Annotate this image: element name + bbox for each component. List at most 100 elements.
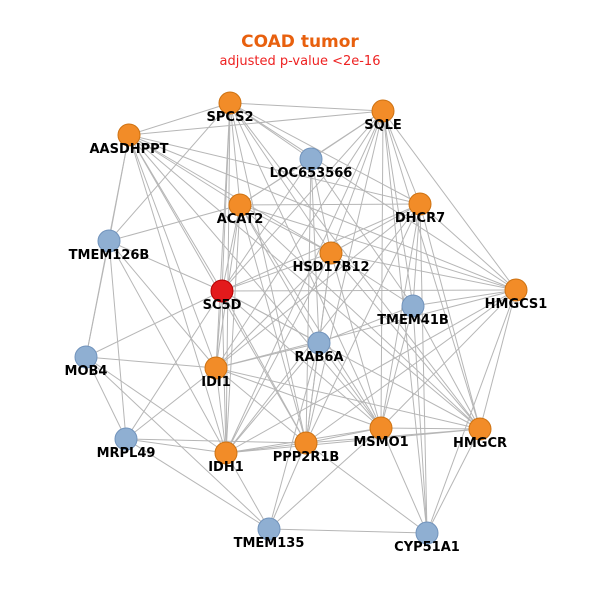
graph-edge <box>239 204 307 444</box>
node-label-hmgcs1: HMGCS1 <box>485 297 548 312</box>
graph-edge <box>215 110 384 369</box>
graph-edge <box>128 110 384 136</box>
graph-edge <box>125 367 217 440</box>
graph-node-sqle <box>371 99 395 123</box>
graph-edge <box>221 290 307 444</box>
graph-edge <box>330 110 384 254</box>
graph-edge <box>330 252 481 430</box>
node-label-loc653566: LOC653566 <box>270 166 353 181</box>
graph-edge <box>318 305 414 344</box>
graph-node-mrpl49 <box>114 427 138 451</box>
graph-edge <box>268 427 382 530</box>
node-label-idh1: IDH1 <box>208 460 244 475</box>
graph-edge <box>125 438 270 530</box>
graph-edge <box>380 427 428 534</box>
node-label-mob4: MOB4 <box>65 364 108 379</box>
graph-edge <box>268 342 320 530</box>
graph-edge <box>419 203 481 430</box>
graph-node-mob4 <box>74 345 98 369</box>
graph-edge <box>380 203 421 429</box>
graph-edge <box>318 342 382 429</box>
graph-edge <box>239 203 421 206</box>
graph-edge <box>128 102 231 136</box>
graph-edge <box>125 290 223 440</box>
graph-edge <box>239 204 332 254</box>
graph-edge <box>239 204 382 429</box>
graph-edge <box>215 102 231 369</box>
graph-edge <box>225 102 231 454</box>
graph-edge <box>108 240 223 292</box>
node-label-hmgcr: HMGCR <box>453 436 507 451</box>
node-layer <box>74 91 528 545</box>
graph-edge <box>268 442 307 530</box>
graph-edge <box>221 290 320 344</box>
node-label-acat2: ACAT2 <box>217 212 264 227</box>
graph-edge <box>382 110 414 307</box>
graph-edge <box>318 252 332 344</box>
node-label-tmem126b: TMEM126B <box>69 248 150 263</box>
graph-node-hsd17b12 <box>319 241 343 265</box>
graph-edge <box>382 110 421 205</box>
graph-edge <box>128 134 332 254</box>
graph-edge <box>305 442 428 534</box>
graph-node-rab6a <box>307 331 331 355</box>
graph-edge <box>380 305 414 429</box>
graph-edge <box>382 110 481 430</box>
graph-edge <box>229 102 312 160</box>
graph-edge <box>479 289 517 430</box>
node-label-hsd17b12: HSD17B12 <box>292 260 369 275</box>
graph-node-loc653566 <box>299 147 323 171</box>
node-label-rab6a: RAB6A <box>294 350 343 365</box>
graph-edge <box>225 342 320 454</box>
graph-edge <box>128 134 241 206</box>
graph-edge <box>225 203 421 454</box>
node-label-dhcr7: DHCR7 <box>395 211 445 226</box>
graph-edge <box>229 102 421 205</box>
graph-node-tmem41b <box>401 294 425 318</box>
graph-edge <box>85 356 227 454</box>
graph-edge <box>85 356 217 369</box>
graph-edge <box>239 204 320 344</box>
graph-edge <box>380 427 481 430</box>
graph-edge <box>128 134 227 454</box>
graph-edge <box>426 428 481 534</box>
graph-edge <box>128 134 481 430</box>
graph-edge <box>221 252 332 292</box>
graph-edge <box>419 203 517 291</box>
graph-edge <box>412 305 481 430</box>
node-label-mrpl49: MRPL49 <box>97 446 156 461</box>
graph-edge <box>225 442 307 454</box>
graph-edge <box>225 428 481 454</box>
graph-edge <box>239 204 517 291</box>
graph-edge <box>412 305 428 534</box>
graph-node-dhcr7 <box>408 192 432 216</box>
graph-edge <box>125 438 227 454</box>
graph-edge <box>310 110 384 160</box>
graph-node-tmem135 <box>257 517 281 541</box>
graph-edge <box>128 134 382 429</box>
graph-node-sc5d <box>210 279 234 303</box>
node-label-msmo1: MSMO1 <box>353 435 408 450</box>
graph-edge <box>305 203 421 444</box>
graph-edge <box>310 158 320 344</box>
graph-edge <box>108 102 231 242</box>
graph-node-hmgcs1 <box>504 278 528 302</box>
node-label-spcs2: SPCS2 <box>206 110 253 125</box>
graph-edge <box>380 289 517 429</box>
graph-node-aasdhppt <box>117 123 141 147</box>
graph-edge <box>85 356 270 530</box>
graph-node-acat2 <box>228 193 252 217</box>
graph-node-cyp51a1 <box>415 521 439 545</box>
graph-edge <box>310 158 332 254</box>
graph-edge <box>330 252 517 291</box>
graph-edge <box>305 110 384 444</box>
graph-edge <box>215 367 382 429</box>
graph-edge <box>215 342 320 369</box>
graph-node-idi1 <box>204 356 228 380</box>
graph-edge <box>85 356 127 440</box>
graph-edge <box>419 203 428 534</box>
node-label-ppp2r1b: PPP2R1B <box>273 450 340 465</box>
graph-edge <box>426 289 517 534</box>
